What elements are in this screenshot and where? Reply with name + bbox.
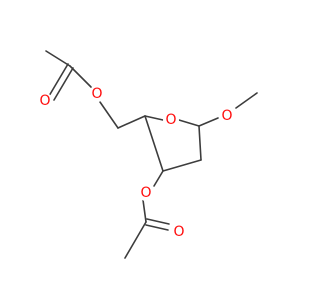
atoms: O O O O O O [37,86,235,240]
atom-o-ester1-single: O [91,86,102,102]
atom-label-background [37,93,53,109]
bond-c4-oring [144,115,164,121]
atom-o-ring: O [165,112,176,128]
atom-label-background [171,224,187,240]
bond-c1-omethoxy [198,117,219,127]
bond-c3-c4 [144,115,164,172]
bond-oring-c1 [178,119,200,127]
atom-o-methoxy: O [221,108,232,124]
bond-c3-oester2 [153,170,164,187]
atom-label-background [163,112,179,128]
bond-oester1-ch2 [99,101,119,129]
bond-carbonyl1-o-double-a [48,63,69,97]
atom-label-background [138,185,154,201]
bond-c1-c2 [198,125,202,161]
atom-label-background [89,86,105,102]
bond-carbonyl1-oester1 [69,65,92,88]
structure-diagram: O O O O O O [37,50,258,259]
atom-o-ester2-carbonyl: O [173,224,184,240]
bond-ch2-c4 [117,115,146,129]
bond-omethoxy-methyl [235,92,258,109]
atom-o-ester2-single: O [140,185,151,201]
bond-carbonyl2-o-double-b [145,224,169,231]
bond-carbonyl1-o-double-b [53,67,74,101]
atom-o-ester1-carbonyl: O [39,93,50,109]
atom-label-background [219,108,235,124]
bond-c2-c3 [162,159,202,172]
bonds [45,50,258,259]
bond-methyl1-carbonyl1 [45,50,71,67]
bond-carbonyl2-o-double-a [146,218,170,225]
bond-oester2-carbonyl2 [142,199,147,223]
bond-carbonyl2-methyl2 [124,221,147,259]
